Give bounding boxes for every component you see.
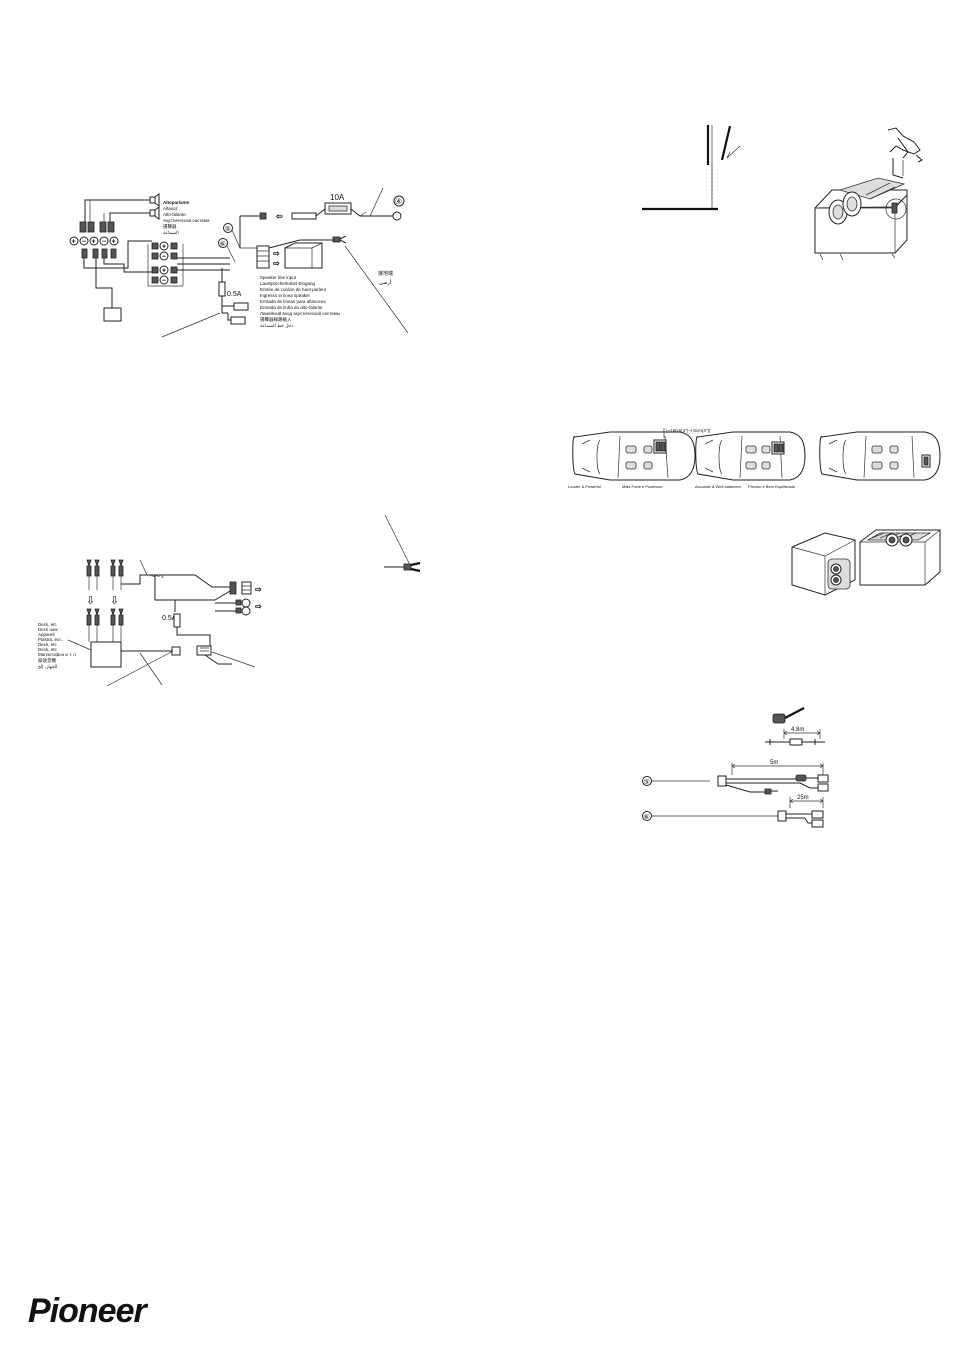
spade-terminal-icon	[332, 235, 347, 244]
car-top-view	[572, 431, 696, 481]
arrow-right-icon: ⇨	[273, 249, 280, 258]
wiring-diagram-2: 〜〜 ε ⇩ ⇩ Deck, etc Deck usw. Appareil Pi…	[38, 514, 421, 687]
svg-text:−: −	[82, 239, 86, 246]
head-unit-box	[103, 307, 122, 322]
car-caption: Mais Forte e Poderoso	[622, 484, 663, 489]
deck-label: Appareil	[38, 632, 55, 637]
speaker-input-label: Ingresso in linea speaker	[260, 293, 311, 298]
marker-6-label: ⑥	[220, 240, 226, 248]
svg-text:+: +	[162, 268, 166, 275]
connector-block	[259, 212, 267, 220]
speaker-input-label: Entrada de linha do alto-falante	[260, 305, 323, 310]
arrow-down-icon: ⇩	[86, 595, 95, 607]
marker-5-label: ⑤	[644, 778, 650, 786]
fuse-holder	[324, 202, 352, 215]
arrow-right-icon: ⇨	[255, 585, 262, 594]
car-layout: (~18cm(4")~/ 6cm(4")) Louder & Powerful …	[568, 428, 941, 489]
speaker-label: Alto-falante	[163, 212, 186, 217]
rca-jack-row	[86, 608, 124, 642]
fuse-05a-label: 0.5A	[227, 291, 242, 298]
panel-cut-detail	[642, 125, 741, 211]
fuse-length-label: 4.8m	[791, 727, 804, 733]
plug-icon	[772, 707, 805, 724]
speaker-label: السماعة	[163, 230, 179, 235]
speaker-label: Altavoz	[163, 206, 179, 211]
speaker-input-label: Lautsprecherkabel-Eingang	[260, 281, 316, 286]
arrow-left-icon: ⇦	[275, 212, 283, 221]
wiring-diagram-1: Altoparlante Altavoz Alto-falante Акусти…	[69, 187, 409, 338]
speaker-input-label: Entrada de líneas para altavoces	[260, 299, 327, 304]
arrow-right-icon: ⇨	[273, 259, 280, 268]
car-caption: Louder & Powerful	[568, 484, 601, 489]
deck-label: Deck, etc	[38, 647, 58, 652]
speaker-input-label: Speaker line input	[260, 275, 297, 280]
rca-plug-icon	[171, 646, 181, 656]
cable6-length-label: 25m	[797, 795, 809, 801]
fuse-05a-label: 0.5A	[162, 615, 177, 622]
deck-label: Deck usw.	[38, 627, 59, 632]
wire-note: 〜〜 ε	[150, 574, 164, 580]
speaker-input-label: 揚聲器線路輸入	[260, 316, 292, 323]
speaker-label: Акустическая система	[163, 218, 210, 223]
deck-label: Deck, etc	[38, 642, 58, 647]
ring-terminal-icon	[392, 211, 402, 221]
rca-plug-icon	[230, 316, 246, 325]
connector-block	[256, 245, 270, 269]
cable-dimensions: 4.8m ⑤ 5m ⑥ 25m	[642, 707, 829, 828]
enclosure-illustration	[814, 127, 923, 261]
svg-text:+: +	[112, 239, 116, 246]
enclosure-pair	[791, 529, 941, 596]
inline-fuse	[173, 613, 181, 628]
deck-label: Магнитофон и т. п.	[38, 652, 77, 657]
car-top-view	[695, 431, 806, 481]
rca-plug-icon	[196, 645, 212, 656]
marker-4-label: ④	[395, 197, 402, 206]
deck-label: الجهاز، إلخ	[38, 664, 57, 670]
speaker-input-label: Линейный вход акустической системы	[260, 310, 340, 316]
terminal-row: + − + − +	[69, 221, 119, 259]
svg-text:+: +	[92, 239, 96, 246]
svg-text:+: +	[72, 239, 76, 246]
deck-unit-box	[90, 641, 122, 668]
inline-fuse	[218, 281, 226, 297]
car-top-view	[819, 431, 941, 481]
speaker-label: Altoparlante	[163, 200, 190, 205]
svg-text:−: −	[162, 254, 166, 261]
rca-plug-icon	[233, 302, 249, 311]
car-caption: Preciso e Bem Equilibrado	[748, 484, 796, 489]
car-caption: Accurate & Well balanced	[695, 484, 741, 489]
pioneer-logo: Pioneer	[28, 1292, 149, 1330]
output-connector	[229, 581, 252, 616]
speaker-icon	[149, 193, 160, 220]
svg-text:+: +	[162, 244, 166, 251]
svg-text:−: −	[162, 278, 166, 285]
cable5-length-label: 5m	[770, 760, 778, 766]
spade-terminal-icon	[403, 561, 421, 573]
speaker-input-label: دخل خط السماعة	[260, 323, 293, 328]
marker-6-label: ⑥	[644, 813, 650, 821]
speaker-terminal-cluster: + − + −	[147, 241, 184, 287]
ground-label: أرضي	[379, 278, 392, 286]
rca-plug-row	[86, 559, 124, 590]
dimension-label: (~18cm(4")~/ 6cm(4"))	[666, 428, 711, 433]
deck-label: Deck, etc	[38, 622, 58, 627]
deck-label: 錄放音機	[38, 657, 56, 664]
brand-logo-text: Pioneer	[28, 1292, 148, 1330]
speaker-input-label: Entrée de cordon de haut-parleur	[260, 287, 327, 292]
deck-label: Piastra, ecc.	[38, 637, 63, 642]
arrow-down-icon: ⇩	[110, 595, 119, 607]
fuse-10a-label: 10A	[330, 193, 345, 202]
amplifier-unit	[284, 242, 323, 269]
ground-label: 接地端	[378, 270, 393, 277]
arrow-right-icon: ⇨	[255, 602, 262, 611]
svg-text:−: −	[102, 239, 106, 246]
speaker-label: 揚聲器	[163, 223, 177, 230]
marker-5-label: ⑤	[225, 225, 231, 233]
